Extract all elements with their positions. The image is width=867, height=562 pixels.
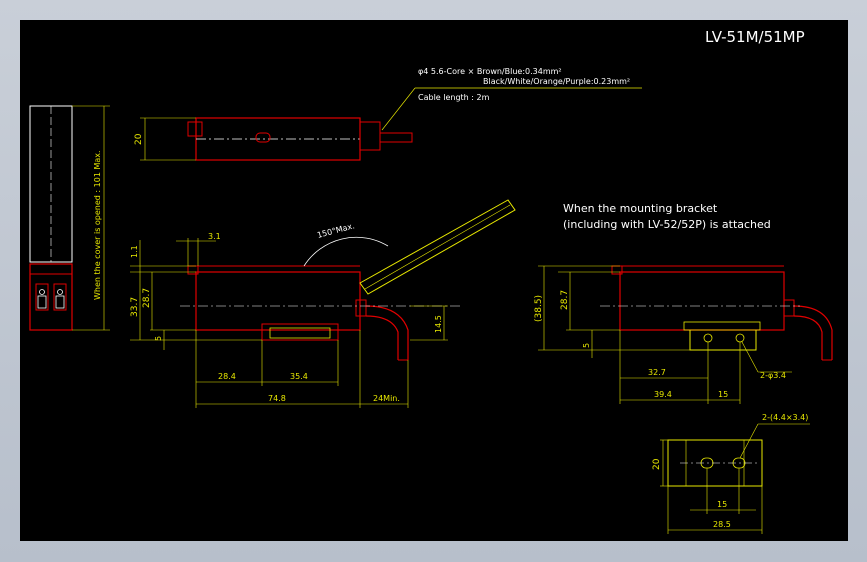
slot-top bbox=[255, 132, 271, 143]
dim-r-15: 15 bbox=[718, 390, 728, 399]
cover-opened bbox=[359, 199, 516, 295]
cad-drawing: LV-51M/51MP 20 φ4 5.6-Core × Brown/Blue:… bbox=[29, 28, 833, 534]
angle-arc bbox=[303, 236, 389, 267]
top-view: 20 bbox=[134, 117, 413, 161]
bracket-right bbox=[689, 330, 757, 351]
dim-r-5: 5 bbox=[582, 343, 591, 348]
cable-front bbox=[365, 305, 409, 360]
cable-gland-top bbox=[359, 121, 381, 151]
hole-label: 2-φ3.4 bbox=[760, 371, 786, 380]
front-view: 150°Max. 1.1 33.7 28.7 5 3.1 14.5 bbox=[130, 199, 516, 408]
drawing-sheet: LV-51M/51MP 20 φ4 5.6-Core × Brown/Blue:… bbox=[20, 20, 848, 541]
cable-spec-line1: φ4 5.6-Core × Brown/Blue:0.34mm² bbox=[418, 67, 562, 76]
angle-label: 150°Max. bbox=[316, 221, 355, 240]
bracket-detail: 20 2-(4.4×3.4) 15 28.5 bbox=[652, 413, 810, 534]
dim-24min: 24Min. bbox=[373, 394, 400, 403]
dim-28-4: 28.4 bbox=[218, 372, 236, 381]
cable-right bbox=[793, 305, 833, 360]
cable-length-label: Cable length : 2m bbox=[418, 93, 490, 102]
sensor-body-right bbox=[619, 271, 785, 331]
dim-38-5: (38.5) bbox=[534, 295, 544, 322]
dim-28-7: 28.7 bbox=[142, 288, 152, 308]
bracket-plate bbox=[667, 439, 763, 487]
dim-top-height: 20 bbox=[134, 133, 144, 145]
cover-open-note: When the cover is opened : 101 Max. bbox=[93, 150, 102, 300]
dim-35-4: 35.4 bbox=[290, 372, 308, 381]
sensor-body-front bbox=[195, 271, 361, 331]
dim-39-4: 39.4 bbox=[654, 390, 672, 399]
dim-b-20: 20 bbox=[652, 458, 662, 470]
dim-1-1: 1.1 bbox=[130, 245, 139, 258]
sensor-tab-top bbox=[187, 121, 203, 137]
bracket-front bbox=[261, 323, 339, 341]
dim-r-28-7: 28.7 bbox=[560, 290, 570, 310]
dim-14-5: 14.5 bbox=[434, 315, 443, 333]
dim-32-7: 32.7 bbox=[648, 368, 666, 377]
dim-b-28-5: 28.5 bbox=[713, 520, 731, 529]
left-side-view: When the cover is opened : 101 Max. bbox=[29, 105, 110, 331]
bracket-note-line2: (including with LV-52/52P) is attached bbox=[563, 218, 771, 231]
bracket-view: (38.5) 28.7 5 32.7 39.4 15 2-φ3.4 bbox=[534, 265, 833, 404]
drawing-title: LV-51M/51MP bbox=[705, 28, 805, 46]
dim-5: 5 bbox=[154, 336, 163, 341]
dim-b-15: 15 bbox=[717, 500, 727, 509]
bracket-note-line1: When the mounting bracket bbox=[563, 202, 718, 215]
cable-callout: φ4 5.6-Core × Brown/Blue:0.34mm² Black/W… bbox=[381, 67, 642, 131]
dim-74-8: 74.8 bbox=[268, 394, 286, 403]
slot-label: 2-(4.4×3.4) bbox=[762, 413, 808, 422]
cable-spec-line2: Black/White/Orange/Purple:0.23mm² bbox=[483, 77, 630, 86]
dim-33-7: 33.7 bbox=[130, 297, 140, 317]
dim-3-1: 3.1 bbox=[208, 232, 221, 241]
cable-top bbox=[379, 132, 413, 143]
